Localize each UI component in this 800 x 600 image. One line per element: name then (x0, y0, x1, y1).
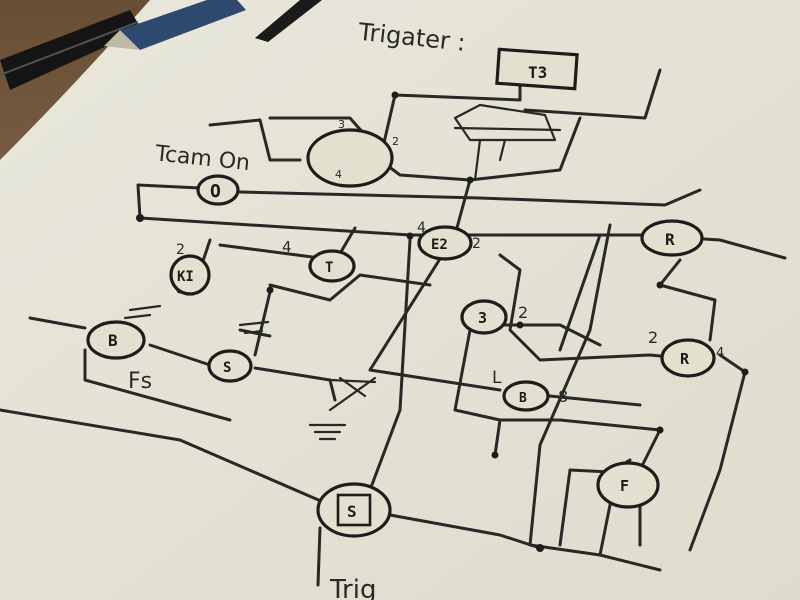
svg-text:B: B (519, 391, 527, 406)
svg-text:B: B (108, 331, 118, 350)
svg-text:S: S (223, 360, 231, 376)
pin-label: 4 (716, 346, 724, 361)
svg-text:F: F (620, 477, 629, 495)
component-e2: E2 (417, 225, 473, 261)
pin-label: 3 (338, 118, 345, 131)
component-s-small: S (207, 349, 253, 383)
component-ki: KI (169, 254, 211, 296)
component-big-s: S (316, 482, 392, 538)
component-top-ring (306, 128, 394, 188)
component-f-lower: F (596, 461, 660, 509)
pin-labels: 3 2 2 4 4 2 2 L 8 2 4 4 (176, 118, 724, 406)
pen-blue (104, 0, 246, 50)
component-r-right: R (640, 219, 704, 257)
svg-text:T: T (325, 260, 333, 276)
svg-text:E2: E2 (431, 237, 448, 253)
svg-text:S: S (347, 502, 357, 521)
fs-label: Fs (128, 369, 152, 394)
svg-text:3: 3 (478, 309, 487, 327)
pin-label: 2 (518, 303, 528, 322)
pin-label: 2 (648, 328, 658, 347)
component-r2: R (660, 338, 716, 378)
component-b-left: B (86, 320, 146, 360)
pin-label: 8 (558, 387, 568, 406)
svg-text:O: O (210, 181, 221, 202)
pen-tip (255, 0, 322, 42)
pin-label: 2 (392, 135, 399, 148)
bottom-label: Trig (329, 575, 376, 600)
component-o: O (196, 174, 240, 206)
component-top-box: T3 (495, 47, 579, 91)
component-lamp: B (502, 380, 550, 412)
svg-text:KI: KI (177, 269, 194, 285)
pen-black (0, 10, 142, 90)
pin-label: 2 (472, 236, 481, 252)
pin-label: 4 (417, 220, 426, 236)
pin-label: 2 (176, 242, 185, 258)
component-t: T (308, 249, 356, 283)
svg-text:R: R (680, 350, 690, 368)
pin-label: L (492, 368, 502, 388)
svg-text:R: R (665, 230, 675, 249)
svg-text:T3: T3 (528, 63, 547, 82)
pin-label: 4 (335, 168, 342, 181)
pin-label: 4 (282, 238, 292, 256)
component-three: 3 (460, 299, 508, 335)
